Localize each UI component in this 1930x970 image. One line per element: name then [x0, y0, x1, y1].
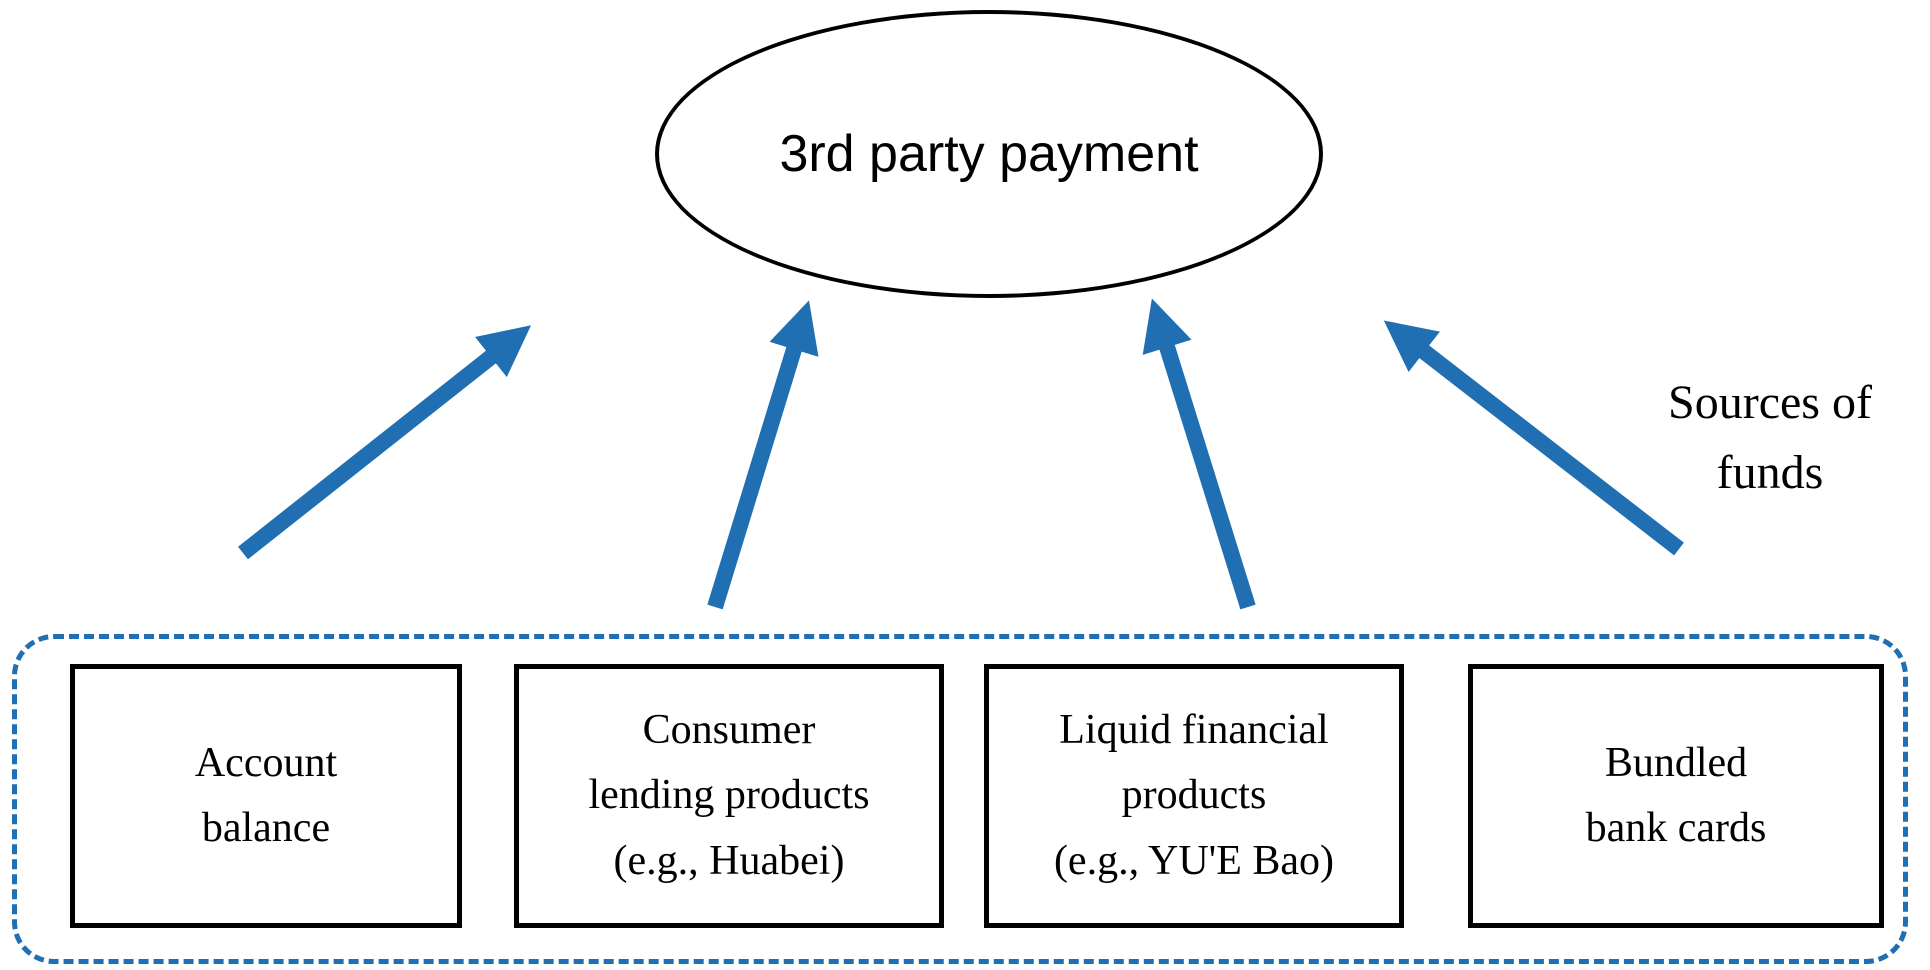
arrow-from-account-balance — [238, 325, 532, 560]
arrow-from-liquid-financial — [1142, 298, 1256, 610]
account-balance-label: Account balance — [194, 739, 338, 851]
consumer-lending-label: Consumer lending products (e.g., Huabei) — [588, 707, 870, 884]
bundled-bank-cards-label: Bundled bank cards — [1585, 739, 1767, 851]
liquid-financial-label: Liquid financial products (e.g., YU'E Ba… — [1053, 707, 1335, 884]
liquid-financial-box: Liquid financial products (e.g., YU'E Ba… — [984, 664, 1404, 928]
arrow-from-consumer-lending — [707, 300, 819, 610]
consumer-lending-box: Consumer lending products (e.g., Huabei) — [514, 664, 944, 928]
bundled-bank-cards-box: Bundled bank cards — [1468, 664, 1884, 928]
third-party-payment-label: 3rd party payment — [779, 125, 1199, 183]
account-balance-box: Account balance — [70, 664, 462, 928]
third-party-payment-node: 3rd party payment — [655, 10, 1323, 298]
sources-of-funds-label: Sources of funds — [1668, 376, 1872, 499]
